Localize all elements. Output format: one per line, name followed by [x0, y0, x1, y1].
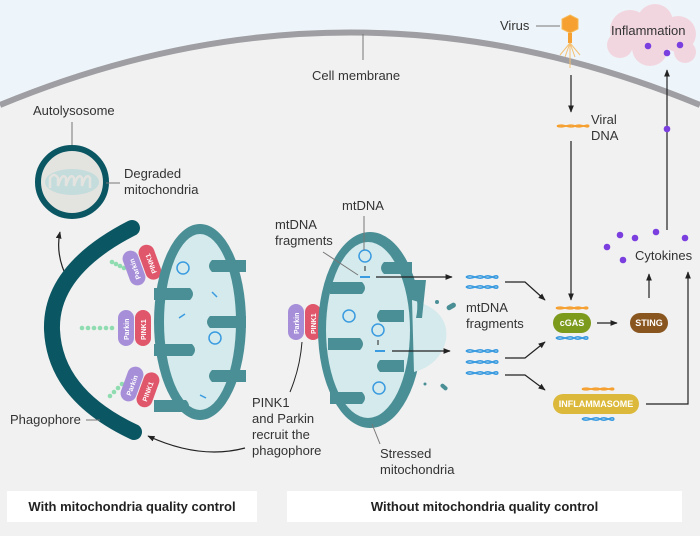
arrow-to-cgas-top [505, 281, 546, 301]
cgas-viral-dna [555, 306, 589, 310]
arrow-to-inflammasome [505, 374, 546, 391]
inflammation-label: Inflammation [611, 23, 685, 38]
parkin-protein [118, 310, 134, 346]
arrow-recruit [147, 435, 246, 453]
cytokine-dot [663, 125, 671, 133]
parkin-protein [120, 366, 144, 402]
fragments-leader [322, 251, 359, 276]
mtdna-fragments-right-label: mtDNA fragments [466, 300, 524, 331]
sting-label: STING [635, 318, 663, 328]
pink1-protein [136, 372, 160, 408]
protein-pair-middle: Parkin PINK1 [118, 310, 151, 346]
mtdna-fragments-left-label: mtDNA fragments [275, 217, 333, 248]
inflammasome-node [553, 394, 639, 414]
cell-membrane-label: Cell membrane [312, 68, 400, 83]
cgas-label: cGAS [560, 318, 585, 328]
protein-pair-bottom: Parkin PINK1 [120, 366, 160, 408]
svg-text:PINK1: PINK1 [311, 313, 318, 334]
autolysosome-label: Autolysosome [33, 103, 115, 118]
inflammation-cloud [607, 4, 696, 66]
pink1-parkin-recruit-label: PINK1 and Parkin recruit the phagophore [252, 395, 321, 458]
viral-dna-label: Viral DNA [591, 112, 620, 143]
virus-icon [559, 14, 581, 68]
viral-dna-icon [556, 124, 590, 128]
healthy-mitochondrion [154, 224, 246, 420]
pink1-protein [138, 244, 162, 280]
parkin-protein [122, 250, 146, 286]
svg-text:Parkin: Parkin [294, 313, 301, 334]
free-protein-pair: Parkin PINK1 [288, 304, 321, 340]
phagophore [43, 220, 142, 440]
stressed-mitochondria-label: Stressed mitochondria [380, 446, 455, 477]
sting-node [630, 313, 668, 333]
pink1-protein [305, 304, 321, 340]
cytokines-label: Cytokines [635, 248, 693, 263]
footer-with-qc: With mitochondria quality control [7, 491, 257, 522]
arrow-to-cgas-bottom [505, 341, 546, 359]
svg-text:Parkin: Parkin [124, 319, 131, 340]
linkers [79, 259, 127, 399]
arrow-inflammasome-to-cytokines [646, 271, 691, 405]
degraded-mitochondria-label: Degraded mitochondria [124, 166, 199, 197]
pink1-protein [135, 310, 151, 346]
autolysosome [35, 145, 109, 219]
virus-label: Virus [500, 18, 530, 33]
cell-membrane [0, 29, 700, 108]
phagophore-label: Phagophore [10, 412, 81, 427]
stressed-leader [371, 423, 381, 445]
inflammasome-viral-dna [581, 387, 615, 391]
stressed-mitochondrion [318, 232, 456, 428]
inflammasome-label: INFLAMMASOME [559, 399, 634, 409]
cgas-node [553, 313, 591, 333]
mtdna-label: mtDNA [342, 198, 384, 213]
parkin-protein [288, 304, 304, 340]
protein-pair-top: Parkin PINK1 [122, 244, 162, 286]
footer-without-qc: Without mitochondria quality control [287, 491, 682, 522]
pink1-leader [289, 341, 303, 393]
svg-text:PINK1: PINK1 [141, 319, 148, 340]
cytokines-cluster [603, 228, 689, 264]
